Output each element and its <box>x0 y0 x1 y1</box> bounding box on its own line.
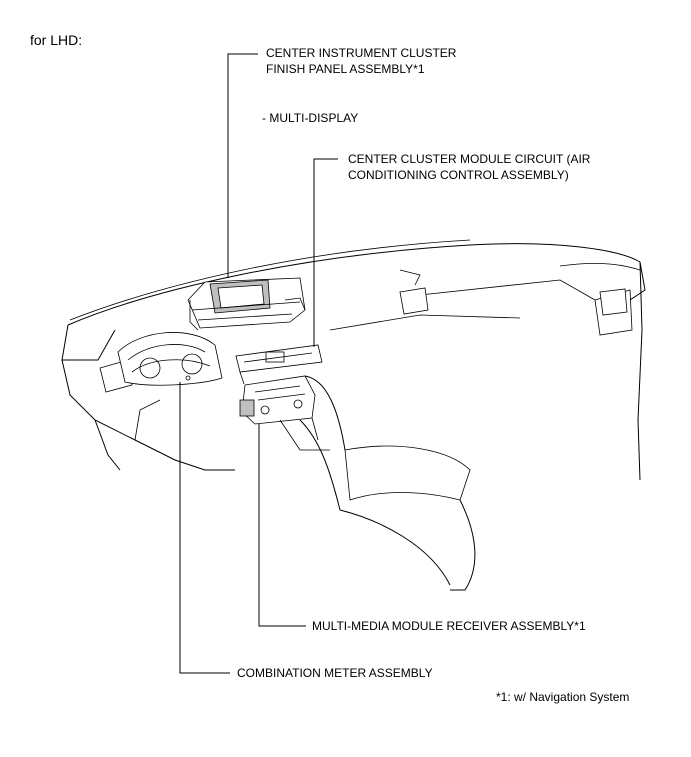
combination-meter-shape <box>117 332 223 386</box>
finish-panel-label-line1: CENTER INSTRUMENT CLUSTER <box>266 46 457 60</box>
receiver-label: MULTI-MEDIA MODULE RECEIVER ASSEMBLY*1 <box>312 619 586 633</box>
region-label: for LHD: <box>30 32 83 48</box>
ac-control-shape <box>235 344 323 385</box>
cluster-module-label-line1: CENTER CLUSTER MODULE CIRCUIT (AIR <box>348 152 591 166</box>
receiver-shape <box>239 375 316 425</box>
multi-display-label: - MULTI-DISPLAY <box>262 111 359 125</box>
leader-lines <box>179 53 338 674</box>
combination-meter-label: COMBINATION METER ASSEMBLY <box>237 666 433 680</box>
finish-panel-shape <box>187 277 306 331</box>
finish-panel-leader <box>227 53 258 278</box>
center-console-shape <box>279 375 476 591</box>
cluster-module-leader <box>313 158 338 347</box>
dashboard-outline <box>61 239 646 481</box>
cluster-module-label-line2: CONDITIONING CONTROL ASSEMBLY) <box>348 168 569 182</box>
combination-meter-leader <box>179 382 230 674</box>
footnote: *1: w/ Navigation System <box>496 690 630 704</box>
receiver-leader <box>258 424 306 627</box>
finish-panel-label-line2: FINISH PANEL ASSEMBLY*1 <box>266 62 425 76</box>
